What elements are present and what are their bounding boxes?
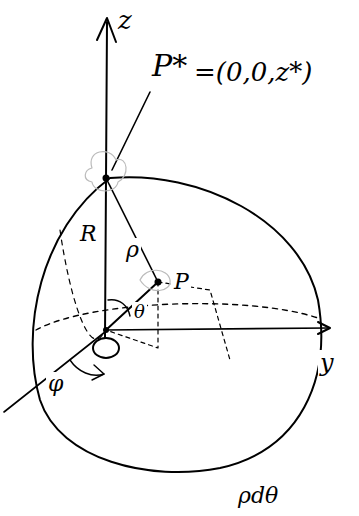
origin-dot [103, 327, 109, 333]
r-line [106, 178, 158, 282]
z-arrowhead [97, 18, 116, 42]
phi-arrowhead [92, 365, 104, 380]
theta-arc [108, 300, 130, 316]
length-label: ρ [124, 238, 141, 262]
coordinate-label: =(0,0,z*) [192, 58, 314, 86]
sphere-outline [33, 177, 322, 472]
point-label: P [172, 270, 191, 294]
x-axis [4, 332, 105, 412]
point-dot [103, 175, 110, 182]
phi-arc [70, 360, 104, 375]
projection-lines [158, 282, 230, 360]
angle-label: θ [132, 302, 147, 322]
point-label: P* [150, 50, 189, 82]
y-axis [105, 328, 328, 330]
element-label: ρdθ [236, 484, 280, 508]
length-label: R [78, 222, 99, 246]
axis-label: z [116, 6, 134, 34]
meridian-line [60, 230, 104, 339]
point-dot [155, 279, 162, 286]
shading-cloud [140, 270, 170, 290]
angle-label: φ [46, 372, 65, 396]
origin-circle [93, 338, 119, 358]
axis-label: y [318, 350, 336, 376]
leader-line [112, 92, 150, 170]
shading-cloud [85, 152, 126, 191]
projection-lines [106, 282, 158, 348]
equator-line [36, 304, 318, 330]
y-arrowhead [318, 322, 330, 334]
